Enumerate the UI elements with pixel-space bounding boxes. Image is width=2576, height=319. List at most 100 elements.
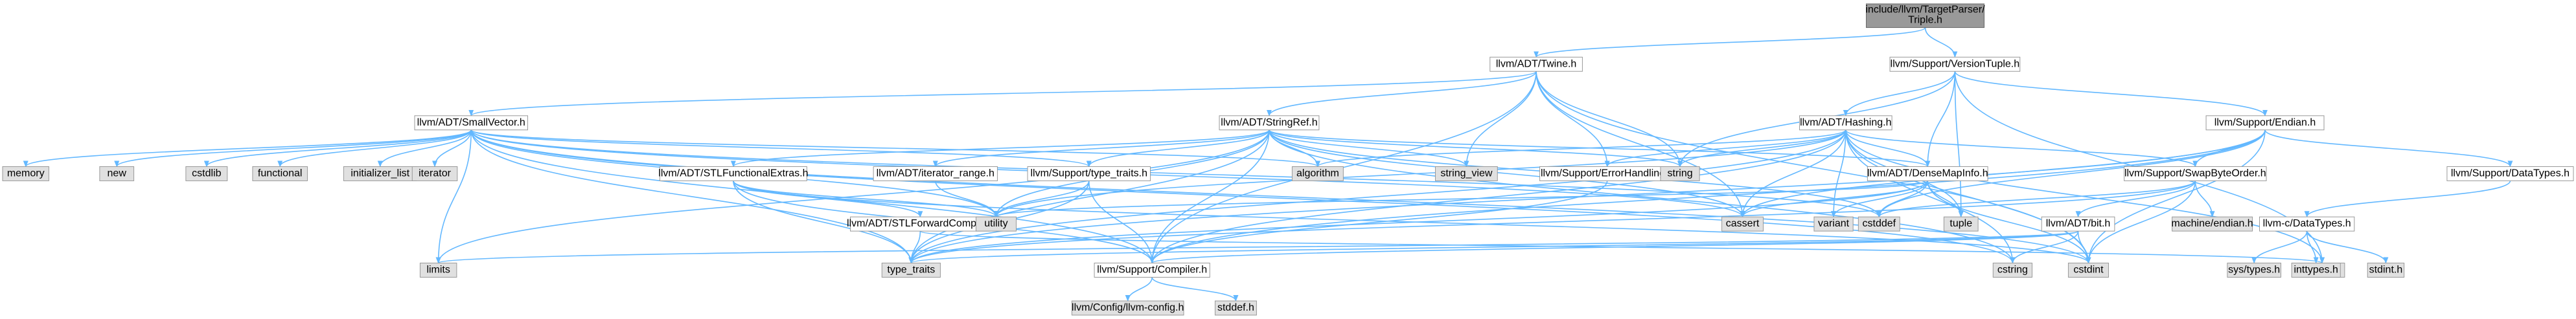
edge-hashing-to-swapbyteorder <box>1845 129 2198 168</box>
node-label-datatypes: llvm/Support/DataTypes.h <box>2451 168 2570 179</box>
node-label-cassert: cassert <box>1726 218 1760 229</box>
node-label-cstdlib: cstdlib <box>192 168 221 179</box>
node-stdint: stdint.h <box>2367 263 2405 278</box>
node-label-endian: llvm/Support/Endian.h <box>2214 117 2316 128</box>
node-cstdlib: cstdlib <box>185 166 228 181</box>
node-functional: functional <box>252 166 308 181</box>
node-stlforwardcompat[interactable]: llvm/ADT/STLForwardCompat.h <box>847 216 994 232</box>
edge-stringref-to-limits <box>435 129 1270 264</box>
nodes-layer: include/llvm/TargetParser/Triple.h llvm/A… <box>2 3 2574 316</box>
node-iteratorrange[interactable]: llvm/ADT/iterator_range.h <box>873 166 998 181</box>
node-hashing[interactable]: llvm/ADT/Hashing.h <box>1799 115 1892 131</box>
edge-smallvector-to-cstring <box>470 129 2016 264</box>
edge-stringref-to-iteratorrange <box>932 129 1270 168</box>
edge-compiler-to-stddef <box>1151 277 1239 302</box>
node-smallvector[interactable]: llvm/ADT/SmallVector.h <box>414 115 528 131</box>
node-twine[interactable]: llvm/ADT/Twine.h <box>1489 56 1583 72</box>
node-endian[interactable]: llvm/Support/Endian.h <box>2205 115 2325 131</box>
edge-stlfunctionalextras-to-type_traits <box>733 181 914 264</box>
edge-cdatatypes-to-inttypes <box>2306 231 2319 264</box>
node-label-machineendian: machine/endian.h <box>2171 218 2253 229</box>
node-box-cstddef <box>1857 216 1900 232</box>
node-label-twine: llvm/ADT/Twine.h <box>1496 58 1576 69</box>
edge-stringref-to-densemapinfo <box>1269 129 1930 168</box>
node-box-machineendian <box>2172 216 2253 232</box>
node-cdatatypes[interactable]: llvm-c/DataTypes.h <box>2259 216 2355 232</box>
node-label-versiontuple: llvm/Support/VersionTuple.h <box>1891 58 2020 69</box>
edge-endian-to-cstdint <box>2086 129 2266 264</box>
edge-smallvector-to-limits <box>435 129 472 264</box>
node-variant: variant <box>1813 216 1854 232</box>
edge-hashing-to-errorhandling <box>1604 129 1846 168</box>
node-box-string <box>1660 166 1700 181</box>
node-label-algorithm: algorithm <box>1296 168 1339 179</box>
node-box-versiontuple <box>1889 56 2021 72</box>
edge-hashing-to-variant <box>1831 129 1846 218</box>
node-densemapinfo[interactable]: llvm/ADT/DenseMapInfo.h <box>1867 166 1988 181</box>
node-label-stddef: stddef.h <box>1217 302 1254 313</box>
edge-versiontuple-to-endian <box>1954 71 2268 116</box>
edge-endian-to-compiler <box>1149 129 2266 264</box>
node-box-root <box>1866 3 1984 28</box>
node-bit[interactable]: llvm/ADT/bit.h <box>2041 216 2115 232</box>
edge-hashing-to-cassert <box>1740 129 1846 218</box>
node-label-swapbyteorder: llvm/Support/SwapByteOrder.h <box>2124 168 2266 179</box>
edge-bit-to-cstdint <box>2077 231 2091 264</box>
edge-smallvector-to-cstdint <box>470 129 2091 264</box>
edge-densemapinfo-to-cstdint <box>1927 181 2091 264</box>
node-box-densemapinfo <box>1867 166 1988 181</box>
node-box-stlfunctionalextras <box>659 166 807 181</box>
node-label-errorhandling: llvm/Support/ErrorHandling.h <box>1541 168 1673 179</box>
node-box-cstring <box>1992 263 2032 278</box>
edge-datatypes-to-cdatatypes <box>2304 181 2511 218</box>
node-box-hashing <box>1799 115 1892 131</box>
edge-root-to-versiontuple <box>1924 27 1958 58</box>
edge-smallvector-to-cstdlib <box>203 129 472 168</box>
node-label-functional: functional <box>258 168 303 179</box>
edge-swapbyteorder-to-cstdint <box>2086 181 2196 264</box>
node-label-llvmconfig: llvm/Config/llvm-config.h <box>1072 302 1184 313</box>
node-label-cstddef: cstddef <box>1863 218 1896 229</box>
node-box-iteratorrange <box>873 166 998 181</box>
node-box-algorithm <box>1291 166 1344 181</box>
node-box-inttypes <box>2291 263 2341 278</box>
node-stringref[interactable]: llvm/ADT/StringRef.h <box>1219 115 1320 131</box>
node-stlfunctionalextras[interactable]: llvm/ADT/STLFunctionalExtras.h <box>658 166 808 181</box>
edge-densemapinfo-to-variant <box>1831 181 1929 218</box>
node-label-cstdint: cstdint <box>2073 265 2104 276</box>
node-cstdint: cstdint <box>2067 263 2110 278</box>
edge-hashing-to-cstdint <box>1845 129 2091 264</box>
node-cstring: cstring <box>1992 263 2032 278</box>
node-string: string <box>1660 166 1700 181</box>
node-label-string: string <box>1668 168 1693 179</box>
node-root: include/llvm/TargetParser/Triple.h <box>1865 3 1985 28</box>
node-swapbyteorder[interactable]: llvm/Support/SwapByteOrder.h <box>2124 166 2267 181</box>
node-label-densemapinfo: llvm/ADT/DenseMapInfo.h <box>1867 168 1988 179</box>
edge-smallvector-to-functional <box>277 129 472 168</box>
edge-endian-to-cstddef <box>1876 129 2266 218</box>
node-errorhandling[interactable]: llvm/Support/ErrorHandling.h <box>1539 166 1675 181</box>
node-inttypes: inttypes.h <box>2291 263 2341 278</box>
node-iterator: iterator <box>411 166 458 181</box>
node-algorithm: algorithm <box>1291 166 1344 181</box>
edge-stringref-to-string <box>1269 129 1683 168</box>
node-box-stddef <box>1214 300 1257 316</box>
node-label-initializer_list: initializer_list <box>351 168 409 179</box>
node-typetraits_h[interactable]: llvm/Support/type_traits.h <box>1027 166 1151 181</box>
node-box-bit <box>2041 216 2115 232</box>
node-compiler[interactable]: llvm/Support/Compiler.h <box>1094 263 1210 278</box>
node-datatypes[interactable]: llvm/Support/DataTypes.h <box>2446 166 2574 181</box>
edge-cdatatypes-to-stdint <box>2306 230 2389 264</box>
node-box-string_view <box>1434 166 1498 181</box>
node-box-compiler <box>1094 263 1210 278</box>
node-box-utility <box>975 216 1017 232</box>
edge-cdatatypes-to-systypes <box>2251 231 2308 264</box>
node-versiontuple[interactable]: llvm/Support/VersionTuple.h <box>1889 56 2021 72</box>
node-box-datatypes <box>2446 166 2574 181</box>
edge-twine-to-errorhandling <box>1535 71 1610 168</box>
node-box-iterator <box>411 166 458 181</box>
node-label-limits: limits <box>426 265 450 276</box>
node-tuple: tuple <box>1943 216 1979 232</box>
node-label-iteratorrange: llvm/ADT/iterator_range.h <box>877 168 995 179</box>
